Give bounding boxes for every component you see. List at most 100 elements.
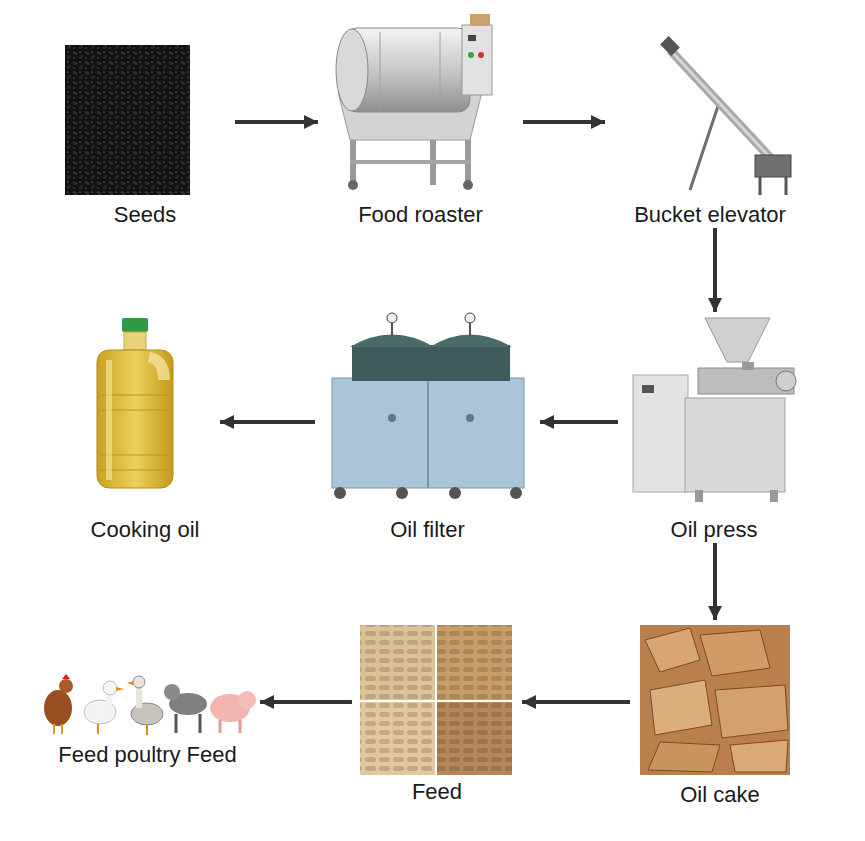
process-step: Seeds (55, 40, 235, 228)
filter-picture (391, 322, 393, 336)
filter-picture (469, 322, 471, 336)
press-picture (705, 318, 770, 362)
process-step: Oil cake (630, 620, 810, 808)
elevator-picture (759, 177, 762, 195)
roaster-picture (336, 29, 368, 111)
process-step: Feed (352, 620, 522, 805)
step-label: Feed (412, 779, 462, 805)
press-picture (695, 490, 703, 502)
roaster-picture (478, 52, 484, 58)
elevator-picture (672, 52, 778, 166)
press-picture (742, 362, 754, 370)
roaster-picture (350, 160, 471, 164)
process-step: Food roaster (318, 12, 523, 228)
oil-cake-picture (700, 630, 770, 676)
filter-picture (427, 378, 429, 488)
bottle-picture (106, 360, 112, 480)
press-picture (642, 385, 654, 393)
animals-picture (239, 720, 242, 733)
flow-arrow (713, 543, 717, 620)
filter-picture (432, 345, 510, 381)
oil-cake-picture (730, 740, 788, 772)
bottle-picture (97, 318, 173, 488)
filter-picture (466, 414, 474, 422)
roaster-picture (462, 25, 492, 95)
process-step: Bucket elevator (605, 40, 815, 228)
animals-picture (175, 714, 178, 733)
bottle-picture (148, 352, 170, 380)
flow-arrow (713, 228, 717, 312)
animals-picture (62, 674, 70, 679)
oil-cake-picture (715, 685, 788, 738)
animals-picture (97, 724, 99, 734)
filter-picture (334, 487, 346, 499)
filter-picture (350, 335, 434, 348)
filter-picture (388, 414, 396, 422)
elevator-picture (690, 100, 720, 190)
step-label: Feed poultry Feed (58, 742, 237, 768)
animals-picture (53, 724, 55, 734)
filter-picture (332, 313, 524, 499)
roaster-picture (465, 135, 471, 183)
step-label: Seeds (114, 202, 176, 228)
flow-arrow (260, 700, 352, 704)
elevator-picture (660, 36, 791, 195)
filter-picture (396, 487, 408, 499)
feed-picture (360, 702, 435, 775)
feed-picture (437, 625, 512, 700)
roaster-picture (468, 52, 474, 58)
press-picture (633, 375, 688, 492)
step-label: Oil filter (390, 517, 465, 543)
roaster-picture (463, 180, 473, 190)
roaster-picture (348, 180, 358, 190)
animals-picture (146, 725, 148, 735)
animals-picture (103, 681, 117, 695)
step-label: Food roaster (358, 202, 483, 228)
seeds-picture (65, 45, 190, 195)
step-label: Bucket elevator (634, 202, 786, 228)
flow-arrow (522, 700, 630, 704)
press-picture (770, 490, 778, 502)
feed-picture (437, 702, 512, 775)
bottle-picture (97, 350, 173, 488)
feed-picture (360, 702, 435, 775)
filter-picture (332, 378, 524, 488)
process-step: Oil filter (315, 308, 540, 543)
animals-picture (131, 703, 163, 725)
feed-picture (437, 625, 512, 700)
oil-cake-picture (648, 742, 720, 772)
bottle-picture (122, 318, 148, 332)
step-label: Cooking oil (91, 517, 200, 543)
feed-picture (360, 625, 435, 700)
animals-picture (164, 684, 180, 700)
roaster-picture (440, 32, 441, 108)
animals-picture (199, 714, 202, 733)
elevator-picture (660, 36, 680, 56)
filter-picture (510, 487, 522, 499)
feed-picture (437, 702, 512, 775)
bottle-picture (124, 332, 146, 350)
elevator-picture (672, 52, 778, 166)
flow-arrow (523, 120, 605, 124)
oil-cake-picture (640, 625, 790, 775)
animals-picture (44, 674, 256, 735)
flow-arrow (235, 120, 318, 124)
flow-arrow (220, 420, 315, 424)
filter-picture (352, 345, 432, 381)
filter-picture (387, 313, 397, 323)
roaster-picture (380, 32, 381, 108)
flow-arrow (540, 420, 618, 424)
oil-cake-picture (640, 625, 790, 775)
seeds-picture (65, 45, 190, 195)
press-picture (776, 371, 796, 391)
oil-cake-picture (645, 628, 700, 672)
animals-picture (219, 720, 222, 733)
animals-picture (133, 676, 145, 688)
process-step: Oil press (618, 312, 810, 543)
press-picture (633, 318, 796, 502)
elevator-picture (755, 155, 791, 177)
roaster-picture (468, 35, 476, 41)
